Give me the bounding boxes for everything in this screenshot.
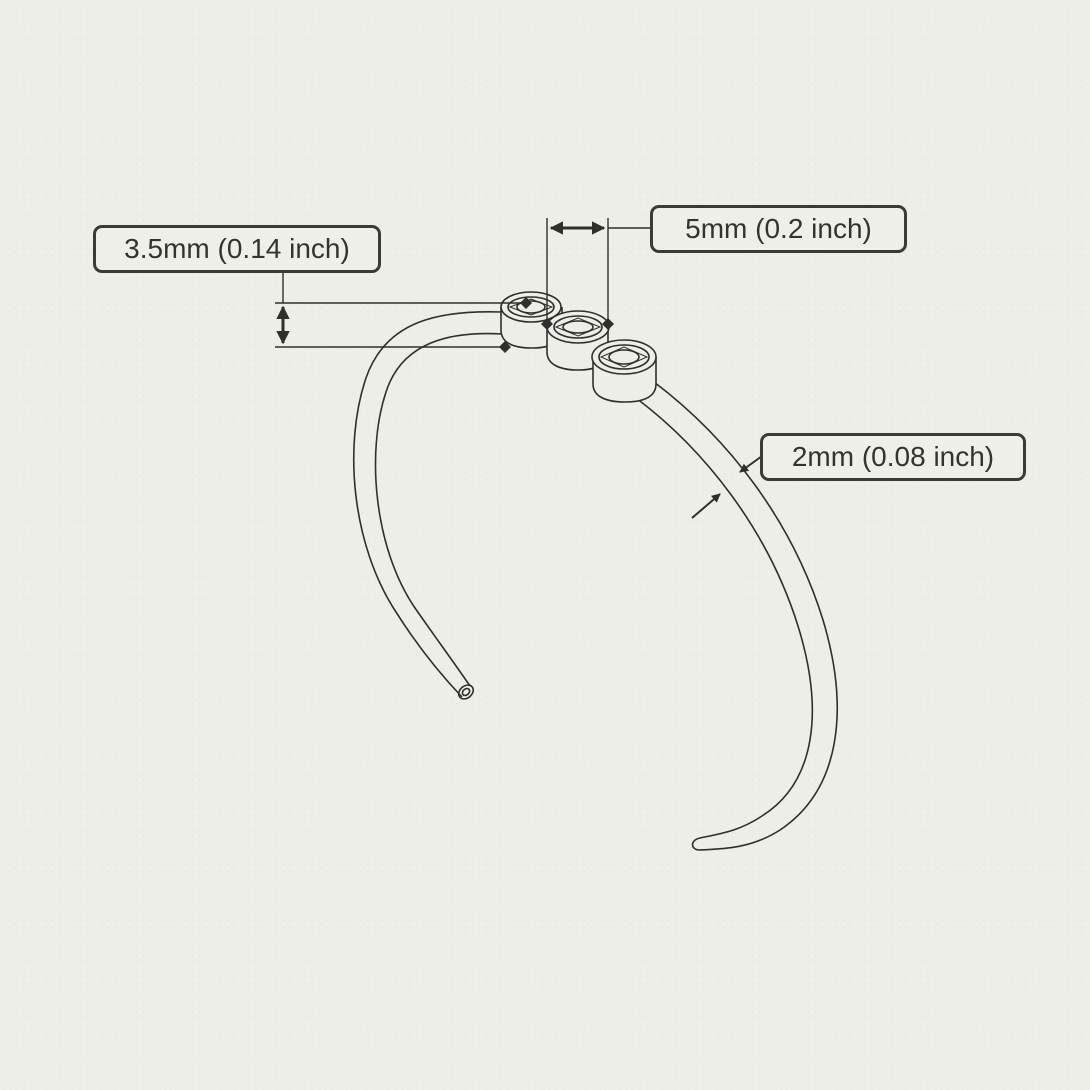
band-thickness-dimension	[691, 455, 763, 519]
bangle-band-left	[352, 310, 503, 700]
stone-height-label: 3.5mm (0.14 inch)	[93, 225, 381, 273]
band-thickness-label: 2mm (0.08 inch)	[760, 433, 1026, 481]
width-dimension	[541, 218, 652, 330]
stone-right	[591, 339, 657, 403]
height-dimension	[275, 273, 532, 353]
bangle-band-right	[635, 381, 838, 851]
stone-width-label: 5mm (0.2 inch)	[650, 205, 907, 253]
